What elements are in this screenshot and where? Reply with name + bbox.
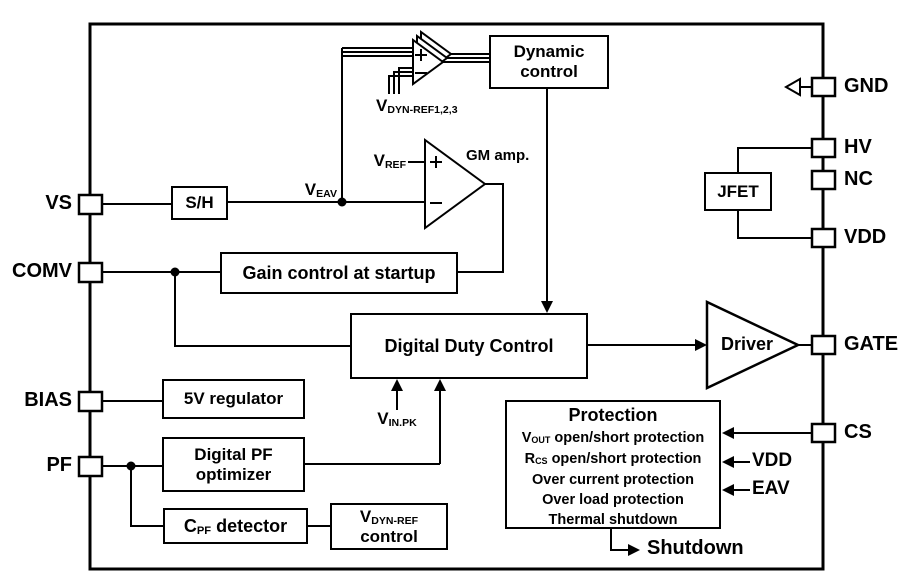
block-digital-pf-optimizer: Digital PF optimizer (162, 437, 305, 492)
pin-label-vs: VS (45, 192, 72, 214)
pin-label-cs: CS (844, 421, 872, 443)
block-jfet: JFET (704, 172, 772, 211)
pin-hv (810, 137, 837, 159)
gm-amp-label: GM amp. (466, 147, 530, 164)
pin-squares (77, 76, 837, 478)
opamp-polarity-marks (415, 49, 442, 204)
junction-dots (126, 197, 347, 471)
veav-label: VEAV (304, 180, 337, 200)
block-protection: Protection VOUT open/short protection RC… (505, 400, 721, 529)
protection-item: RCS open/short protection (524, 450, 702, 467)
wires (102, 47, 812, 551)
chip-border (88, 22, 825, 571)
block-dynamic-control: Dynamic control (489, 35, 609, 89)
pin-label-comv: COMV (12, 260, 72, 282)
arrowheads (391, 301, 734, 556)
pin-label-gate: GATE (844, 333, 899, 355)
block-vdyn-ref-control: VDYN-REF control (330, 503, 448, 550)
pin-label-nc: NC (844, 168, 873, 190)
pin-label-bias: BIAS (24, 389, 72, 411)
protection-item: Over load protection (542, 491, 684, 508)
shutdown-label: Shutdown (647, 537, 744, 559)
pin-pf (77, 455, 104, 478)
pin-vdd (810, 227, 837, 249)
pin-label-pf: PF (46, 454, 72, 476)
protection-item: Over current protection (532, 471, 694, 488)
block-digital-duty-control: Digital Duty Control (350, 313, 588, 379)
driver-label: Driver (720, 334, 774, 354)
vdd-input-label: VDD (752, 450, 793, 471)
gnd-arrow-icon (783, 77, 801, 97)
protection-item: Thermal shutdown (548, 511, 678, 528)
pin-label-vdd: VDD (844, 226, 887, 248)
comparator-stack-icon (412, 30, 453, 86)
vref-label: VREF (373, 151, 406, 171)
block-cpf-detector: CPF detector (163, 508, 308, 544)
pin-bias (77, 390, 104, 413)
pin-comv (77, 261, 104, 284)
block-sample-hold: S/H (171, 186, 228, 220)
pin-nc (810, 169, 837, 191)
pin-vs (77, 193, 104, 216)
protection-item: VOUT open/short protection (521, 429, 705, 446)
pin-label-gnd: GND (844, 75, 889, 97)
pin-gnd (810, 76, 837, 98)
comparator-output-bus (443, 53, 489, 63)
pin-gate (810, 334, 837, 356)
block-5v-regulator: 5V regulator (162, 379, 305, 419)
protection-title: Protection (568, 405, 658, 425)
block-gain-control: Gain control at startup (220, 252, 458, 294)
vin-pk-label: VIN.PK (377, 409, 417, 429)
pin-label-hv: HV (844, 136, 872, 158)
pin-cs (810, 422, 837, 444)
vdyn-ref-123-label: VDYN-REF1,2,3 (376, 96, 458, 116)
eav-input-label: EAV (752, 478, 790, 499)
